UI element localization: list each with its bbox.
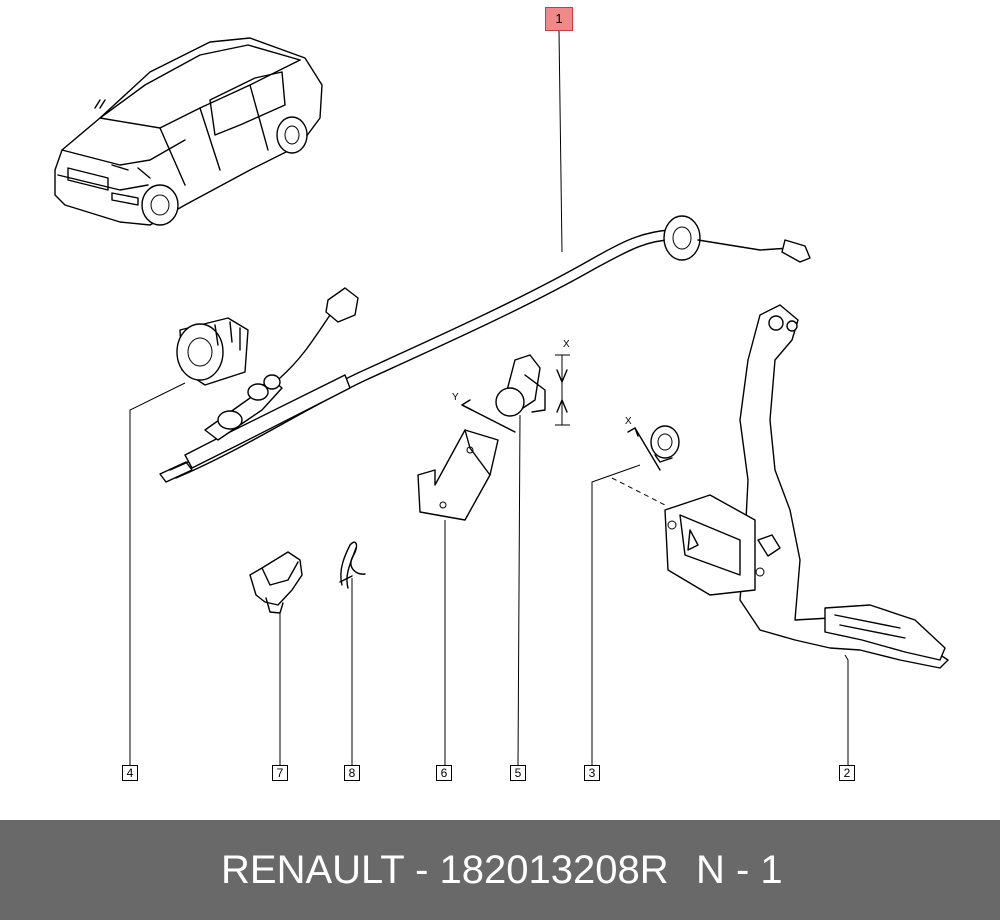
dimension-label-x-upper: X	[563, 339, 570, 350]
part-number-text: RENAULT - 182013208R	[221, 848, 669, 892]
part-2-pedal	[664, 304, 949, 765]
quantity-text: N - 1	[696, 848, 783, 892]
dimension-label-y: Y	[452, 392, 459, 403]
part-4-bushing	[129, 317, 249, 765]
dimension-label-x-lower: X	[625, 416, 632, 427]
part-5-clip	[461, 354, 570, 766]
part-8-spring-clip	[339, 541, 366, 765]
callout-3: 3	[584, 765, 600, 781]
parts-diagram	[54, 30, 949, 766]
part-7-clip	[249, 551, 303, 765]
callout-7: 7	[272, 765, 288, 781]
callout-1: 1	[545, 7, 573, 31]
part-6-bracket	[417, 429, 499, 765]
callout-2: 2	[839, 765, 855, 781]
footer-bar: RENAULT - 182013208R N - 1	[0, 820, 1000, 920]
part-3-nut	[591, 425, 680, 765]
callout-6: 6	[436, 765, 452, 781]
callout-8: 8	[344, 765, 360, 781]
callout-5: 5	[510, 765, 526, 781]
clutch-cable	[159, 30, 811, 483]
car-illustration	[54, 37, 323, 226]
callout-4: 4	[122, 765, 138, 781]
